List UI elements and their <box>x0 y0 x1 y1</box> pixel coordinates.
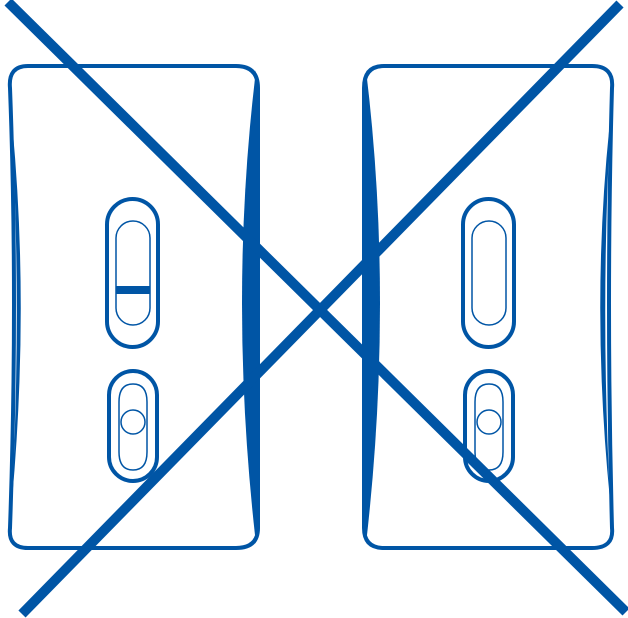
sample-well-inner <box>119 384 147 470</box>
crossed-out-x-icon <box>8 2 626 614</box>
sample-well-outer <box>109 371 157 481</box>
device-body <box>10 66 258 548</box>
sample-port-icon <box>477 410 501 434</box>
sample-port-icon <box>121 410 145 434</box>
device-left-edge-bevel <box>366 70 380 544</box>
test-device-left <box>10 66 258 548</box>
result-window-inner <box>472 221 506 325</box>
result-window-inner <box>116 221 150 325</box>
sample-well-inner <box>475 384 503 470</box>
device-right-edge-bevel <box>242 70 256 544</box>
